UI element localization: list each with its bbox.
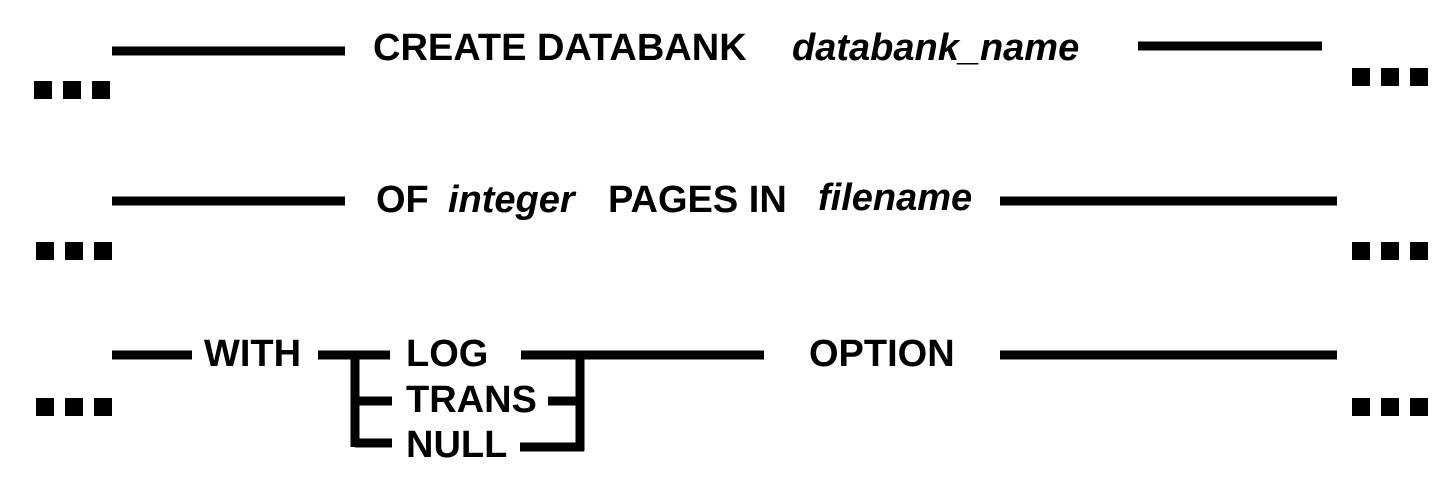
row-create-databank: CREATE DATABANK databank_name — [34, 27, 1428, 99]
continuation-dots-right-2 — [1352, 242, 1428, 260]
keyword-create-databank: CREATE DATABANK — [373, 27, 747, 69]
argument-integer: integer — [448, 179, 577, 221]
keyword-pages-in: PAGES IN — [608, 179, 787, 221]
row-with-option: WITH LOG TRANS NULL OPTION — [36, 333, 1428, 466]
row-of-pages-in: OF integer PAGES IN filename — [36, 177, 1428, 260]
choice-log: LOG — [406, 333, 488, 375]
choice-null: NULL — [406, 424, 507, 466]
continuation-dots-left-3 — [36, 398, 112, 416]
continuation-dots-left-2 — [36, 242, 112, 260]
argument-databank-name: databank_name — [792, 27, 1079, 69]
choice-branch: LOG TRANS NULL — [318, 333, 764, 466]
choice-trans: TRANS — [406, 379, 537, 421]
keyword-option: OPTION — [809, 333, 955, 375]
keyword-of: OF — [376, 179, 429, 221]
keyword-with: WITH — [204, 333, 301, 375]
continuation-dots-left-1 — [34, 81, 110, 99]
argument-filename: filename — [818, 177, 972, 219]
continuation-dots-right-1 — [1352, 68, 1428, 86]
continuation-dots-right-3 — [1352, 398, 1428, 416]
